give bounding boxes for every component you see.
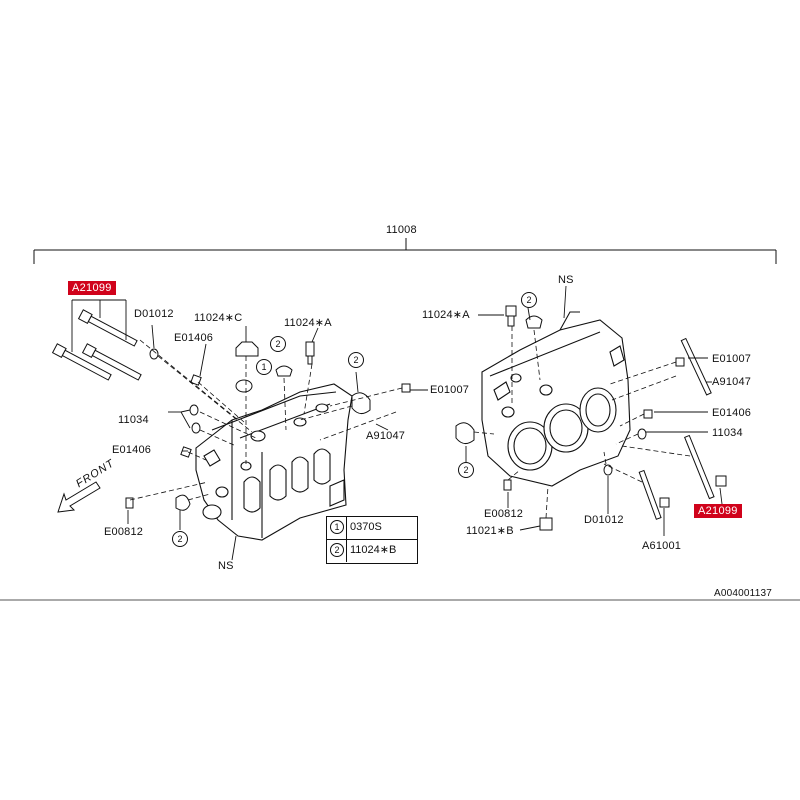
left-label-11034[interactable]: 11034 — [118, 414, 149, 426]
assembly-number-label: 11008 — [386, 224, 417, 236]
left-dashed-alignment — [129, 339, 403, 501]
left-callout-1: 1 — [256, 359, 272, 375]
left-label-11024-a[interactable]: 11024∗A — [284, 317, 332, 329]
right-label-11024-a[interactable]: 11024∗A — [422, 309, 470, 321]
right-callout-2-left: 2 — [458, 462, 474, 478]
left-callout-2-top: 2 — [270, 336, 286, 352]
left-leader-lines — [71, 299, 428, 561]
right-label-e01007[interactable]: E01007 — [712, 353, 752, 365]
front-arrow-icon — [57, 481, 101, 513]
legend-row-2: 2 11024∗B — [327, 540, 417, 562]
legend-number-2: 2 — [330, 543, 344, 557]
left-bolts — [51, 309, 411, 511]
left-label-e00812[interactable]: E00812 — [104, 526, 144, 538]
right-label-11021-b[interactable]: 11021∗B — [466, 525, 514, 537]
left-label-d01012[interactable]: D01012 — [134, 308, 174, 320]
right-label-a61001[interactable]: A61001 — [642, 540, 682, 552]
right-label-d01012[interactable]: D01012 — [584, 514, 624, 526]
left-label-a91047[interactable]: A91047 — [366, 430, 406, 442]
left-label-e01406-bottom[interactable]: E01406 — [112, 444, 152, 456]
right-label-e01406[interactable]: E01406 — [712, 407, 752, 419]
right-label-11034[interactable]: 11034 — [712, 427, 743, 439]
left-label-11024-c[interactable]: 11024∗C — [194, 312, 243, 324]
legend-number-1: 1 — [330, 520, 344, 534]
left-callout-2-right: 2 — [348, 352, 364, 368]
right-leader-lines — [465, 285, 723, 536]
assembly-bracket — [33, 238, 777, 264]
left-label-e01406-top[interactable]: E01406 — [174, 332, 214, 344]
left-highlighted-part-a21099[interactable]: A21099 — [68, 281, 116, 295]
legend-divider — [346, 540, 347, 562]
right-bolts — [455, 305, 727, 531]
left-label-e01007[interactable]: E01007 — [430, 384, 470, 396]
left-label-ns: NS — [218, 560, 234, 572]
callout-legend-table: 1 0370S 2 11024∗B — [326, 516, 418, 564]
figure-id-label: A004001137 — [714, 588, 772, 599]
legend-part-2[interactable]: 11024∗B — [350, 544, 397, 556]
right-label-a91047[interactable]: A91047 — [712, 376, 752, 388]
legend-divider — [346, 517, 347, 539]
legend-row-1: 1 0370S — [327, 517, 417, 540]
left-callout-2-bottom: 2 — [172, 531, 188, 547]
right-label-ns: NS — [558, 274, 574, 286]
right-crankcase — [481, 311, 631, 487]
right-label-e00812[interactable]: E00812 — [484, 508, 524, 520]
right-dashed-alignment — [473, 326, 691, 519]
right-highlighted-part-a21099[interactable]: A21099 — [694, 504, 742, 518]
right-callout-2-top: 2 — [521, 292, 537, 308]
legend-part-1[interactable]: 0370S — [350, 521, 382, 533]
left-crankcase — [195, 383, 353, 541]
